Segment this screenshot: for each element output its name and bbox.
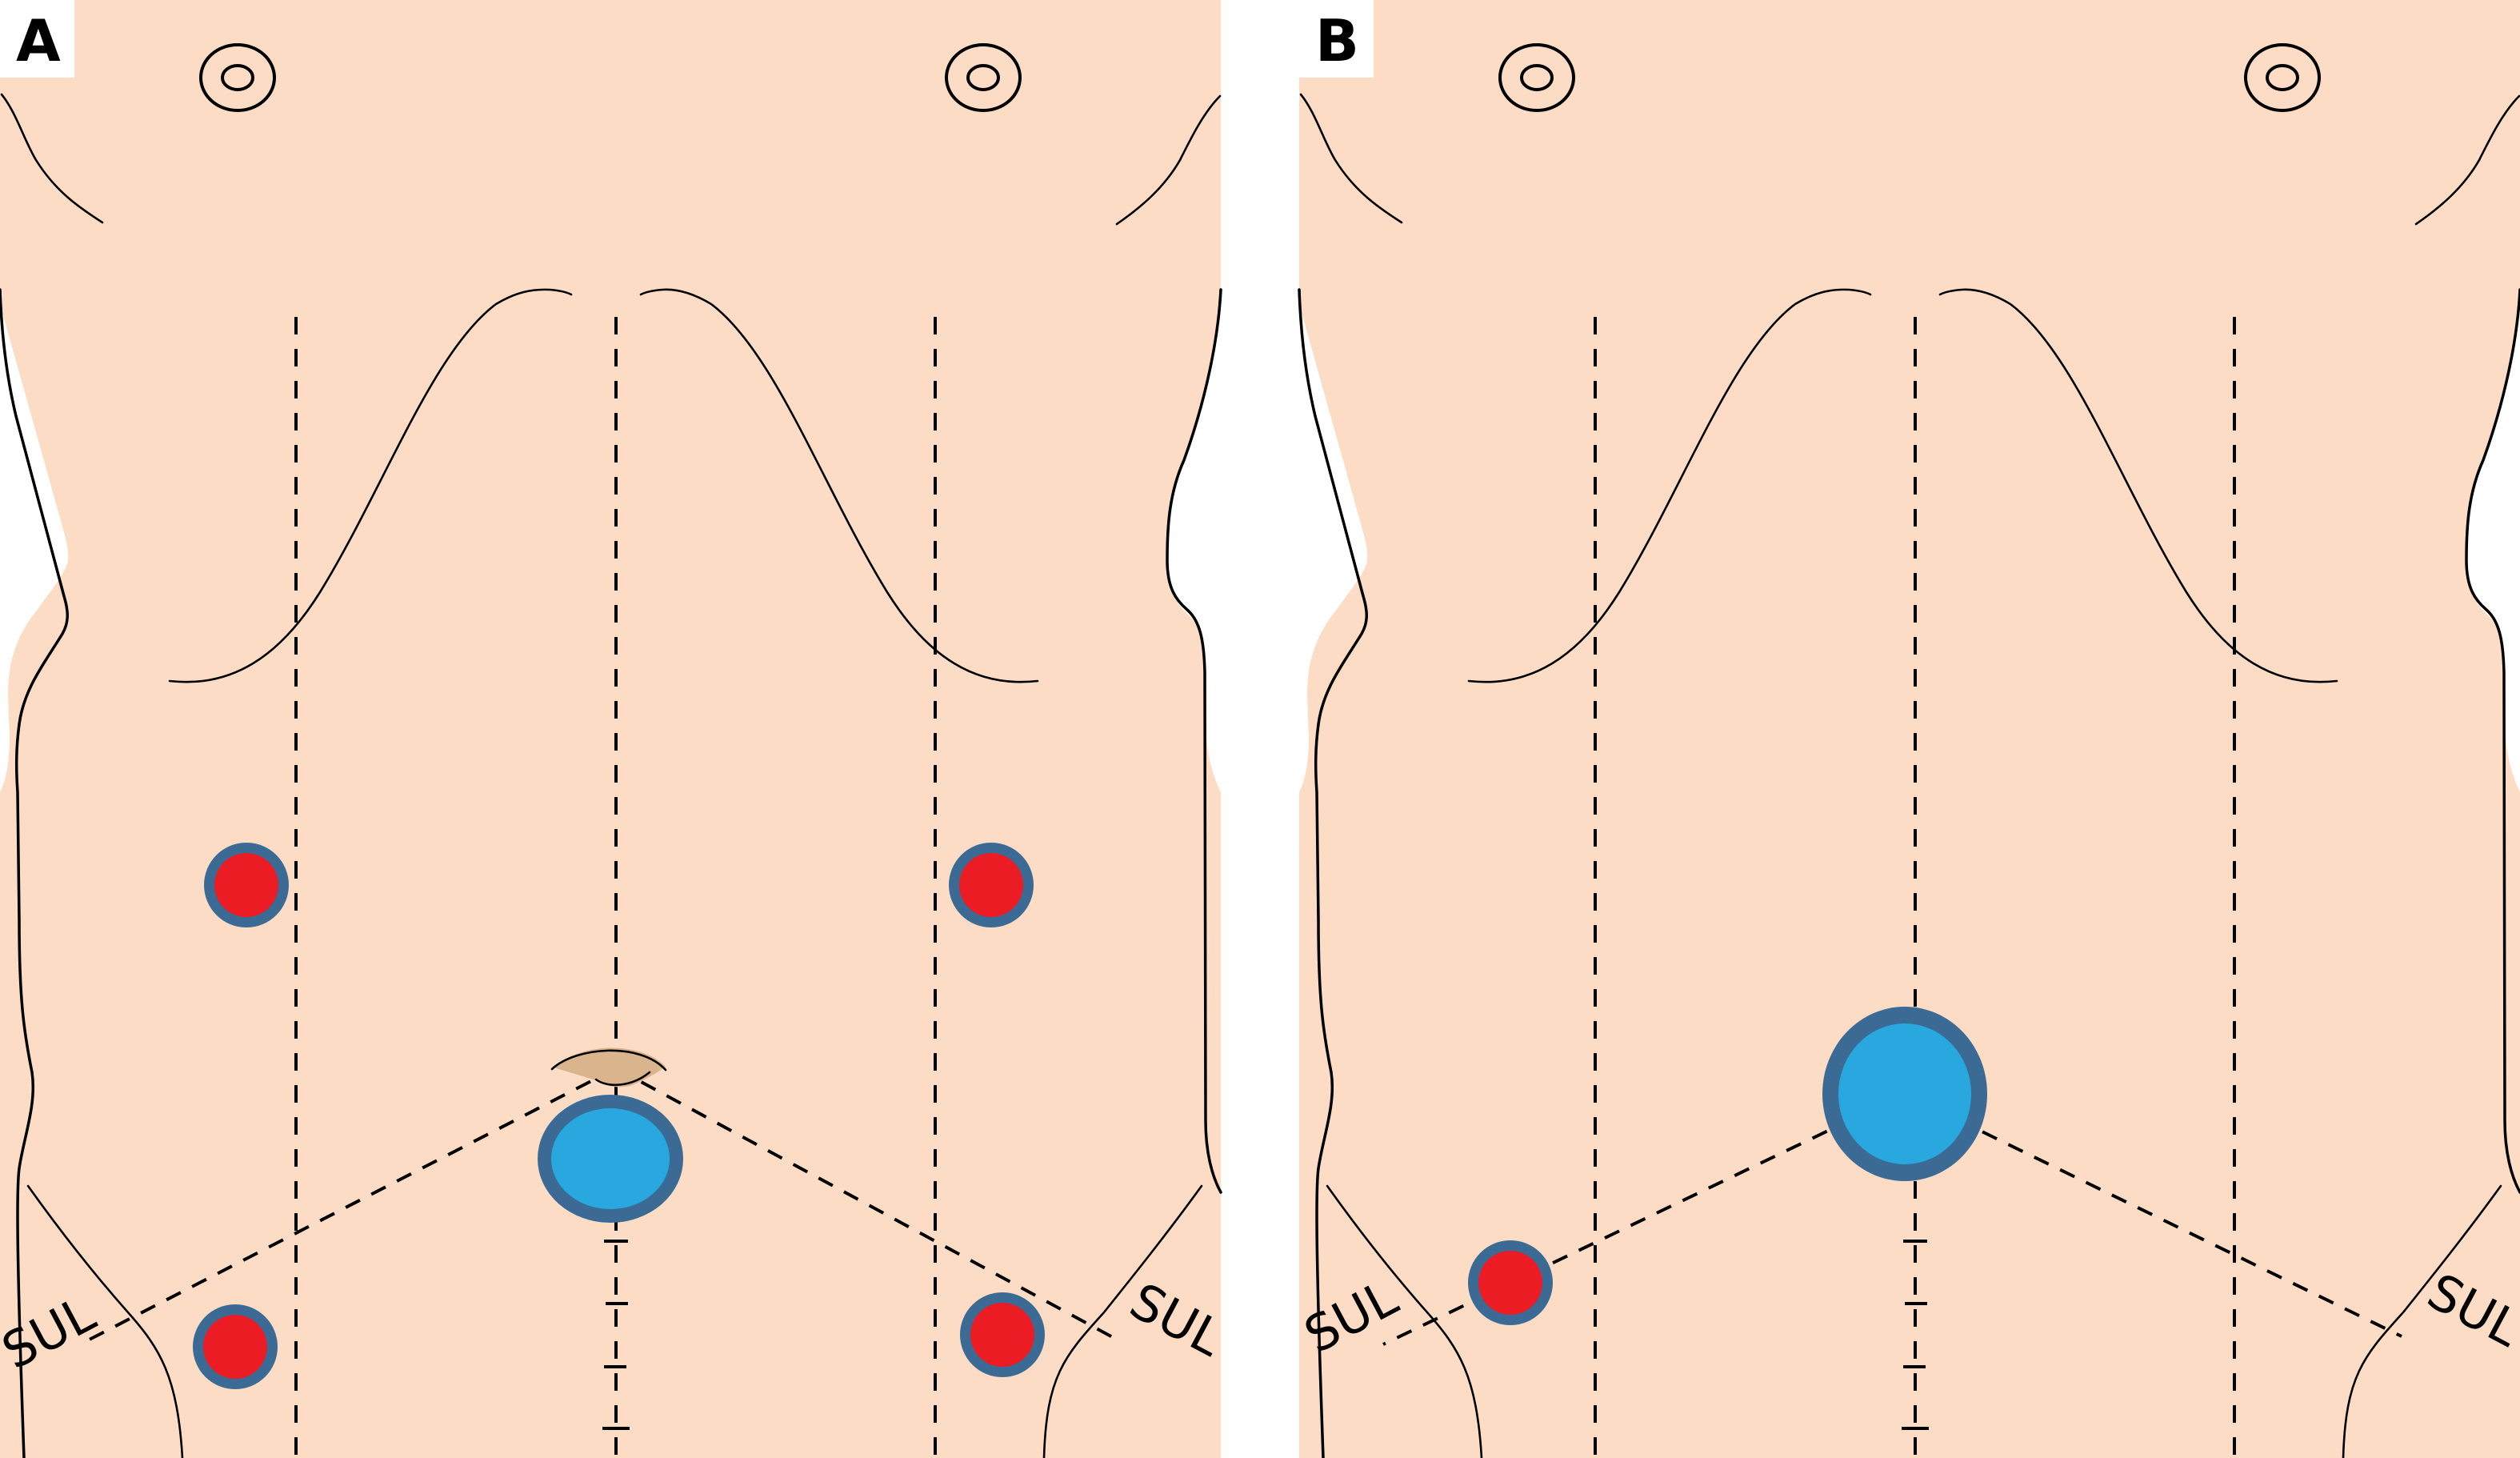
inguinal-crease-right [1042, 1184, 1203, 1458]
camera-port [1822, 1007, 1987, 1181]
working-port-left-upper [204, 843, 289, 927]
torso-skin [0, 0, 1221, 1458]
working-port-right-upper [949, 843, 1034, 927]
torso-outline-right [1166, 288, 1222, 1194]
spino-umbilical-line-left [1382, 1092, 1906, 1346]
inguinal-crease-right [2342, 1184, 2502, 1458]
panel-a: SUL SUL A [0, 0, 1233, 1458]
inguinal-crease-left [26, 1184, 184, 1458]
midline-ruler-ticks [602, 1240, 630, 1430]
torso-outline-left [1298, 288, 1368, 1458]
panel-label-a: A [16, 7, 61, 74]
armpit-curve-right [1115, 94, 1222, 226]
costal-margin-left [1467, 288, 1872, 683]
panel-label-box-a [0, 0, 74, 78]
working-port-right-lower [960, 1292, 1045, 1377]
panel-b: SUL SUL B [1295, 0, 2520, 1458]
armpit-curve-left [0, 93, 104, 224]
armpit-curve-left [1299, 93, 1403, 224]
working-port-left-lower [1468, 1240, 1553, 1325]
nipple-left [199, 43, 276, 112]
torso-skin [1299, 0, 2520, 1458]
torso-outline-right [2465, 288, 2520, 1194]
nipple-right [945, 43, 1022, 112]
inguinal-crease-left [1326, 1184, 1483, 1458]
armpit-curve-right [2414, 94, 2520, 226]
spino-umbilical-line-right [1904, 1092, 2402, 1338]
torso-outline-left [0, 288, 69, 1458]
nipple-left [1498, 43, 1575, 112]
costal-margin-right [1938, 288, 2338, 683]
working-port-left-lower [193, 1304, 278, 1389]
midline-ruler-ticks [1902, 1240, 1929, 1430]
camera-port [538, 1095, 683, 1223]
spino-umbilical-line-left [79, 1067, 617, 1346]
umbilicus [550, 1047, 667, 1087]
spino-umbilical-line-right [615, 1067, 1119, 1342]
costal-margin-right [639, 288, 1039, 683]
panel-label-b: B [1315, 7, 1359, 74]
costal-margin-left [168, 288, 573, 683]
nipple-right [2244, 43, 2321, 112]
panel-label-box-b [1299, 0, 1374, 78]
